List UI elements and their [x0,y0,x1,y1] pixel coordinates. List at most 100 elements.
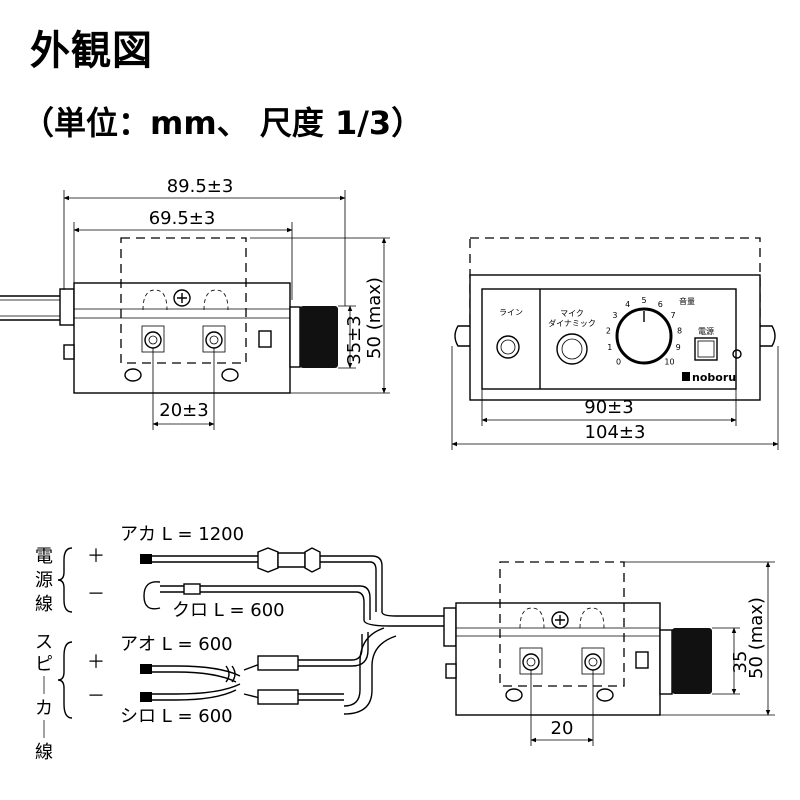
dim-outer-width: 104±3 [585,422,646,443]
speaker-minus: － [87,686,105,707]
wiring-knob [672,628,712,694]
wiring-dim-height-max: 50 (max) [746,597,767,679]
dim-terminal-pitch: 20±3 [159,400,208,421]
group-label-char: 線 [35,742,53,763]
fuse-holder-right [304,547,321,573]
hook-terminal [143,581,161,610]
wire-white-label: シロ L = 600 [120,706,233,727]
side-knob [300,306,338,368]
dim-body-width: 69.5±3 [149,208,216,229]
wiring-view: 電源線 スピ｜カ｜線 ＋ － ＋ － アカ L = 1200 クロ L = 60… [35,524,775,763]
front-panel [481,288,737,390]
side-cable-inner [0,299,62,317]
dial-tick-label: 10 [664,358,674,367]
wire-red-label: アカ L = 1200 [120,524,244,545]
group-label-char: ｜ [35,676,53,697]
dial-tick-label: 6 [658,300,663,309]
side-foot [63,344,75,360]
wiring-cover-outline [499,561,625,687]
power-switch[interactable] [694,337,718,361]
label-mic-2: ダイナミック [548,318,596,328]
label-power: 電源 [698,327,714,336]
group-label-char: ピ [35,654,53,675]
wiring-body [455,602,661,716]
wiring-dim-pitch: 20 [551,718,574,739]
power-minus: － [87,584,105,605]
side-cable [0,295,62,321]
cable-bundle-upper [363,611,444,627]
dim-height: 35±3 [344,315,365,364]
group-power-label: 電源線 [35,546,53,615]
dial-tick-label: 8 [677,326,682,335]
side-hole-right [221,368,239,382]
mic-jack[interactable] [556,333,588,365]
group-label-char: ｜ [35,720,53,741]
dim-inner-width: 90±3 [584,397,633,418]
wire-blue-label: アオ L = 600 [120,634,233,655]
brand-logo-icon [682,372,690,381]
side-screw [173,289,191,307]
side-hole-left [124,368,142,382]
group-label-char: 源 [35,570,53,591]
group-speaker-label: スピ｜カ｜線 [35,632,53,763]
group-label-char: 線 [35,594,53,615]
side-cover-outline [120,237,247,364]
page-subtitle: （単位：mm、 尺度 1/3） [22,104,424,142]
wire-white [142,683,241,701]
front-brackets [454,325,776,347]
dial-tick-label: 1 [607,343,612,352]
speaker-connector-upper [257,655,299,671]
side-view: 89.5±3 69.5±3 20±3 35±3 50 (max) [0,176,390,430]
wire-red [142,555,260,563]
volume-dial-ticks: 01 234 5 678 910 [606,296,682,367]
dial-tick-label: 9 [676,343,681,352]
wiring-dim-height: 35 [730,651,751,674]
volume-dial[interactable] [615,307,673,365]
side-switch [258,330,272,348]
wiring-switch [635,651,649,669]
wire-twist-mark [225,665,236,683]
dial-tick-label: 2 [606,326,611,335]
dial-tick-label: 5 [641,296,646,305]
dial-tick-label: 3 [612,311,617,320]
wire-blue [142,665,241,683]
dial-tick-label: 0 [616,358,621,367]
label-mic-1: マイク [560,309,584,318]
speaker-connector-lower [257,689,299,705]
side-terminal-arcs [142,289,229,311]
cable-bundle-lower [343,627,397,715]
side-knob-base [289,306,301,368]
wire-black-label: クロ L = 600 [172,600,285,621]
dim-total-width: 89.5±3 [167,176,234,197]
wiring-hole-right [596,688,614,702]
line-jack[interactable] [496,335,520,359]
dim-height-max: 50 (max) [364,277,385,359]
wiring-knob-base [659,629,673,695]
side-body-rail [74,308,290,319]
wiring-foot [445,663,457,679]
wire-red-tip [140,554,152,564]
label-line: ライン [499,308,523,317]
power-led [732,349,742,359]
brace-power [57,547,73,613]
dial-tick-label: 7 [671,311,676,320]
wiring-screw [551,611,569,629]
wire-red-continue [320,555,383,612]
group-label-char: カ [35,698,53,719]
page-title: 外観図 [30,28,153,74]
wiring-hole-left [505,688,523,702]
wire-black-sleeve [183,583,201,595]
wire-black [200,585,371,620]
brand-name: noboru [692,371,736,384]
speaker-plus: ＋ [87,652,105,673]
group-label-char: ス [35,632,53,653]
label-volume: 音量 [679,296,695,306]
group-label-char: 電 [35,546,53,567]
wire-blue-tip [140,664,152,674]
fuse-holder-left [257,547,279,573]
dial-tick-label: 4 [625,300,630,309]
wiring-cable-gland [443,607,457,647]
side-cable-gland [59,288,75,326]
brace-speaker [57,641,73,719]
